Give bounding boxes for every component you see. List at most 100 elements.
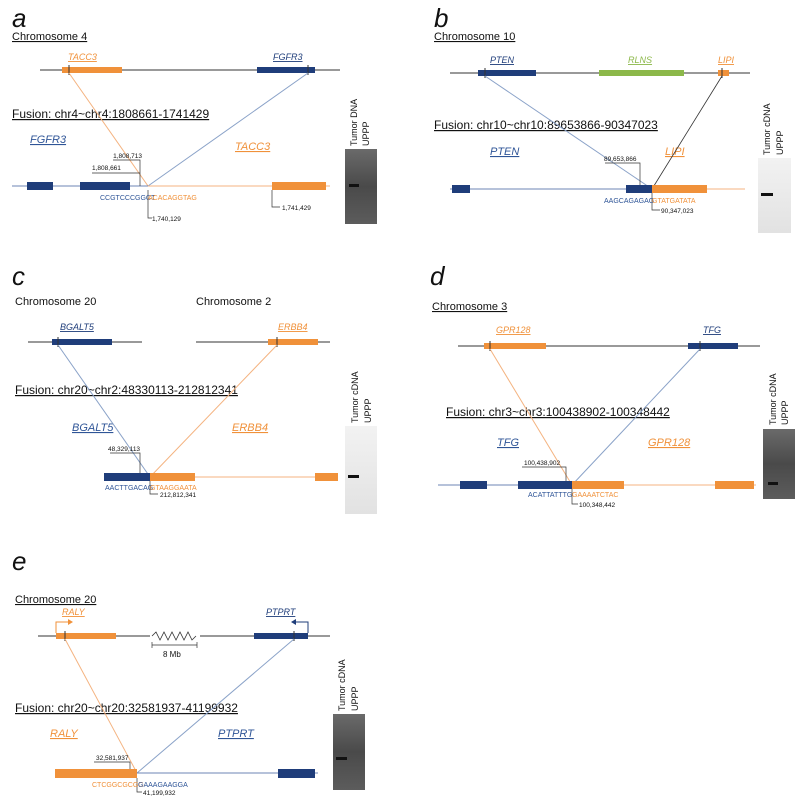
coord-label: 212,812,341 (160, 492, 197, 499)
chromosome-label: Chromosome 10 (434, 31, 515, 43)
coord-leader (110, 452, 141, 473)
coord-leader (149, 481, 158, 495)
coord-leader (136, 778, 142, 793)
tacc3-exon (62, 67, 122, 73)
fgfr3-exon (27, 182, 53, 190)
gene-label-fgfr3-bottom: FGFR3 (30, 134, 67, 146)
gpr128-exon (484, 343, 546, 349)
fgfr3-exon (257, 67, 315, 73)
pten-exon (478, 70, 536, 76)
fusion-connector (68, 72, 149, 187)
gene-label-tacc3-bottom: TACC3 (235, 141, 271, 153)
gene-label-raly-top: RALY (62, 607, 86, 617)
pten-exon (452, 185, 470, 193)
chromosome-label: Chromosome 3 (432, 301, 507, 313)
junction-seq-right: GTAAGGAATA (150, 485, 197, 492)
gel-label-uppp: UPPP (350, 686, 360, 711)
gel-label-tumor: Tumor cDNA (768, 373, 778, 425)
coord-label: 100,348,442 (579, 502, 616, 509)
gel-label-tumor: Tumor cDNA (337, 659, 347, 711)
coord-leader (94, 761, 131, 769)
gene-label-gpr128-bottom: GPR128 (648, 437, 691, 449)
gene-label-pten-bottom: PTEN (490, 146, 519, 158)
coord-label: 1,740,129 (152, 216, 181, 223)
break-gap (150, 632, 200, 640)
panel-letter-a: a (12, 3, 26, 33)
junction-seq-left: ACATTATTTG (528, 492, 572, 499)
gene-label-pten-top: PTEN (490, 55, 515, 65)
panel-c: c Chromosome 20 Chromosome 2 BGALT5 ERBB… (12, 261, 377, 514)
junction-seq-right: GAAAGAAGGA (138, 782, 188, 789)
fusion-title: Fusion: chr20~chr2:48330113-212812341 (15, 383, 238, 397)
junction-seq-left: AAGCAGAGAG (604, 198, 654, 205)
fusion-connector (64, 638, 138, 774)
coord-label: 32,581,937 (96, 755, 129, 762)
chromosome-label: Chromosome 20 (15, 594, 96, 606)
panel-letter-c: c (12, 261, 25, 291)
gene-label-bgalt5-top: BGALT5 (60, 322, 95, 332)
gel-image: Tumor cDNA UPPP (763, 373, 795, 499)
fusion-title: Fusion: chr20~chr20:32581937-41199932 (15, 701, 238, 715)
lipi-exon (652, 185, 707, 193)
chromosome-label: Chromosome 4 (12, 31, 87, 43)
junction-seq-left: CCGTCCCGGCT (100, 195, 156, 202)
bgalt5-exon (52, 339, 112, 345)
coord-leader (271, 190, 280, 208)
coord-leader (605, 162, 641, 185)
junction-seq-left: CTCGGCGCGG (92, 782, 144, 789)
gel-label-uppp: UPPP (780, 400, 790, 425)
panel-a: a Chromosome 4 TACC3 FGFR3 Fusion: chr4~… (12, 3, 377, 224)
chromosome-label: Chromosome 2 (196, 296, 271, 308)
gpr128-exon (572, 481, 624, 489)
junction-seq-right: GTATGATATA (652, 198, 696, 205)
gel-image: Tumor cDNA UPPP (345, 371, 377, 514)
panel-b: b Chromosome 10 PTEN RLNS LIPI Fusion: c… (434, 3, 791, 233)
gel-image: Tumor cDNA UPPP (333, 659, 365, 790)
coord-label: 89,653,866 (604, 156, 637, 163)
fgfr3-exon (80, 182, 130, 190)
gene-label-erbb4-bottom: ERBB4 (232, 422, 268, 434)
pten-exon (626, 185, 652, 193)
gel-band (761, 193, 773, 196)
gel-label-tumor: Tumor DNA (349, 99, 359, 146)
bgalt5-exon (104, 473, 150, 481)
erbb4-exon (150, 473, 195, 481)
ptprt-exon (278, 769, 315, 778)
coord-label: 1,808,713 (113, 153, 142, 160)
coord-label: 1,808,661 (92, 165, 121, 172)
coord-label: 48,329,113 (108, 446, 140, 453)
gel-lane (763, 429, 795, 499)
junction-seq-left: AACTTGACAG (105, 485, 153, 492)
junction-seq-right: GAAAATCTAC (572, 492, 618, 499)
lipi-exon (718, 70, 729, 76)
coord-leader (651, 193, 660, 211)
panel-e: e Chromosome 20 8 Mb RALY PTPRT Fusion: … (12, 546, 365, 797)
fusion-connector (136, 638, 295, 774)
gene-label-raly-bottom: RALY (50, 728, 78, 740)
gel-lane (333, 714, 365, 790)
strand-arrow (55, 621, 68, 633)
gene-label-bgalt5-bottom: BGALT5 (72, 422, 114, 434)
fusion-connector (651, 75, 723, 190)
coord-label: 41,199,932 (143, 790, 176, 797)
gel-band (349, 184, 359, 187)
fusion-connector (57, 344, 151, 478)
gel-lane (345, 426, 377, 514)
tacc3-exon (272, 182, 326, 190)
tfg-exon (518, 481, 572, 489)
strand-arrow (296, 621, 309, 633)
gel-band (336, 757, 347, 760)
gene-label-rlns-top: RLNS (628, 55, 652, 65)
fusion-connector (571, 348, 701, 486)
strand-arrow-head (291, 619, 296, 625)
tfg-exon (688, 343, 738, 349)
gel-band (348, 475, 359, 478)
panel-letter-b: b (434, 3, 448, 33)
gel-label-tumor: Tumor cDNA (350, 371, 360, 423)
gel-label-tumor: Tumor cDNA (762, 103, 772, 155)
panel-d: d Chromosome 3 GPR128 TFG Fusion: chr3~c… (430, 261, 795, 509)
fusion-connector (484, 75, 653, 190)
gene-label-ptprt-top: PTPRT (266, 607, 297, 617)
gene-label-tfg-top: TFG (703, 325, 721, 335)
coord-label: 90,347,023 (661, 208, 694, 215)
